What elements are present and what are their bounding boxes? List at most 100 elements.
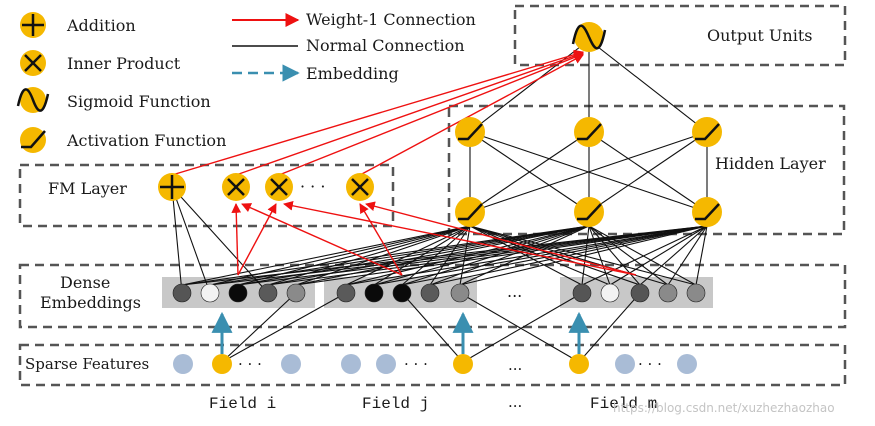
- sparse-node: [376, 354, 396, 374]
- sparse-features-box: [18, 343, 847, 387]
- hidden-to-dense-connection: [345, 225, 590, 286]
- hidden-to-dense-connection: [373, 225, 590, 286]
- field-i-label: Field i: [209, 395, 276, 413]
- fm-layer-label: FM Layer: [48, 179, 127, 198]
- hidden-to-dense-connection: [345, 225, 708, 286]
- sparse-node: [615, 354, 635, 374]
- hidden-to-dense-connection: [581, 225, 708, 286]
- dense-node: [450, 283, 470, 303]
- embedding-arrows: [211, 311, 590, 354]
- sparse-node: [341, 354, 361, 374]
- hidden-to-dense-connection: [695, 225, 708, 286]
- legend-normal-label: Normal Connection: [306, 36, 465, 55]
- dense-node: [392, 283, 412, 303]
- hidden-to-dense-connection: [181, 225, 471, 286]
- inner-product-icon: [20, 50, 46, 76]
- hidden-to-dense-connection: [401, 225, 471, 286]
- sparse-dots: ...: [508, 356, 522, 374]
- fm-addition-unit: [158, 173, 186, 201]
- hidden-to-dense-connection: [459, 225, 471, 286]
- dense-node: [600, 283, 620, 303]
- dense-node: [200, 283, 220, 303]
- hidden-to-dense-connection: [181, 225, 708, 286]
- hidden-to-dense-connection: [267, 225, 708, 286]
- legend: Addition Inner Product Sigmoid Function …: [16, 10, 476, 153]
- weight-1-connections: [171, 49, 637, 276]
- dense-node: [258, 283, 278, 303]
- sparse-node-active: [569, 354, 589, 374]
- hidden-to-dense-connection: [588, 225, 669, 286]
- hidden-unit-top-2: [574, 117, 604, 147]
- hidden-to-dense-connection: [588, 225, 611, 286]
- dense-node: [364, 283, 384, 303]
- output-sigmoid-unit: [571, 22, 607, 52]
- activation-function-icon: [20, 127, 46, 153]
- sparse-features-label: Sparse Features: [25, 355, 149, 373]
- legend-sigmoid-label: Sigmoid Function: [67, 92, 211, 111]
- sparse-ellipsis-j: · · ·: [404, 355, 428, 373]
- hidden-to-dense-connection: [429, 225, 708, 286]
- watermark-text: https://blog.csdn.net/xuzhezhaozhao: [613, 401, 835, 415]
- sigmoid-function-icon: [16, 87, 50, 113]
- legend-activation-label: Activation Function: [66, 131, 226, 150]
- legend-inner-product-label: Inner Product: [67, 54, 181, 73]
- dense-node: [172, 283, 192, 303]
- sparse-node-active: [212, 354, 232, 374]
- hidden-to-dense-connection: [639, 225, 708, 286]
- hidden-to-dense-connection: [429, 225, 471, 286]
- hidden-layer-label: Hidden Layer: [715, 154, 826, 173]
- dense-embeddings-label-line1: Dense: [60, 273, 110, 292]
- dense-node: [686, 283, 706, 303]
- hidden-unit-top-1: [455, 117, 485, 147]
- hidden-to-dense-connection: [667, 225, 708, 286]
- hidden-unit-bottom-1: [455, 197, 485, 227]
- hidden-unit-bottom-3: [692, 197, 722, 227]
- legend-embedding-label: Embedding: [306, 64, 399, 83]
- dense-node: [336, 283, 356, 303]
- dense-node: [420, 283, 440, 303]
- hidden-to-dense-connection: [209, 225, 708, 286]
- sparse-node-active: [453, 354, 473, 374]
- sparse-node: [173, 354, 193, 374]
- hidden-unit-bottom-2: [574, 197, 604, 227]
- fm-inner-product-unit-1: [222, 173, 250, 201]
- hidden-to-dense-connection: [267, 225, 471, 286]
- hidden-to-dense-connection: [459, 225, 708, 286]
- hidden-to-dense-connection: [181, 225, 590, 286]
- dense-node: [630, 283, 650, 303]
- hidden-to-dense-connection: [588, 225, 641, 286]
- dense-node: [286, 283, 306, 303]
- dense-node: [572, 283, 592, 303]
- hidden-unit-top-3: [692, 117, 722, 147]
- field-dots: ...: [508, 393, 522, 411]
- field-m-label: Field m: [590, 395, 657, 413]
- fm-ellipsis: · · ·: [300, 177, 325, 196]
- sparse-node: [677, 354, 697, 374]
- hidden-to-dense-connection: [295, 225, 708, 286]
- hidden-to-dense-connection: [237, 225, 708, 286]
- fm-layer-units: · · ·: [158, 173, 374, 201]
- addition-icon: [20, 12, 46, 38]
- sparse-ellipsis-m: · · ·: [638, 355, 662, 373]
- hidden-layer-units: [455, 117, 722, 227]
- dense-node: [658, 283, 678, 303]
- field-j-label: Field j: [362, 395, 429, 413]
- output-units-label: Output Units: [707, 26, 812, 45]
- dense-dots: ...: [507, 282, 522, 301]
- hidden-to-dense-connection: [429, 225, 590, 286]
- normal-connections: [171, 39, 708, 363]
- fm-inner-product-unit-2: [265, 173, 293, 201]
- hidden-to-dense-connection: [401, 225, 590, 286]
- fm-inner-product-unit-3: [346, 173, 374, 201]
- output-units-box: [513, 4, 847, 67]
- dense-embedding-nodes: [172, 283, 706, 303]
- legend-addition-label: Addition: [66, 16, 136, 35]
- hidden-to-dense-connection: [401, 225, 708, 286]
- hidden-to-dense-connection: [373, 225, 471, 286]
- sparse-node: [281, 354, 301, 374]
- dense-embeddings-label-line2: Embeddings: [40, 293, 141, 312]
- dense-node: [228, 283, 248, 303]
- legend-weight-1-label: Weight-1 Connection: [306, 10, 476, 29]
- sparse-feature-nodes: [173, 354, 697, 374]
